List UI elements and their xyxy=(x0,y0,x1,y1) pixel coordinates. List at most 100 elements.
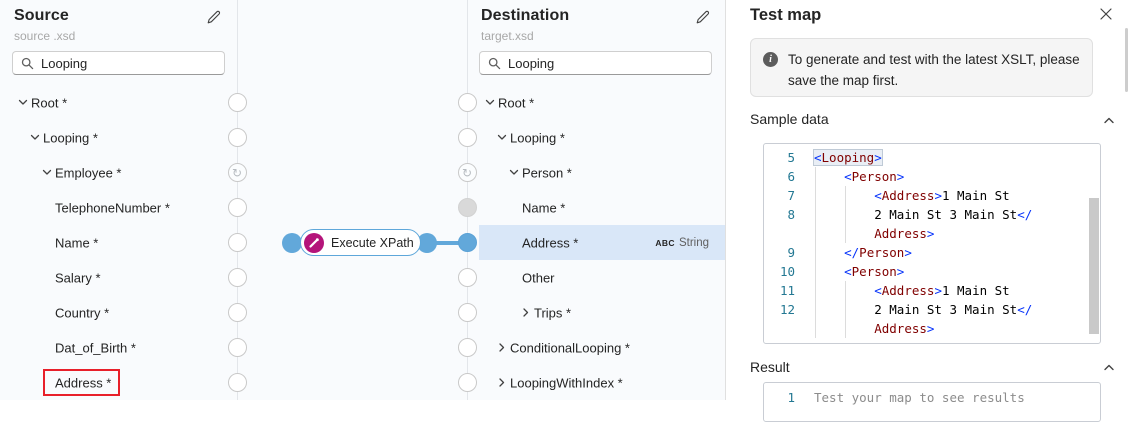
code-line: 6 <Person> xyxy=(764,167,1100,186)
result-code-editor[interactable]: 1 Test your map to see results xyxy=(763,382,1101,422)
tree-item-label: Employee * xyxy=(55,165,122,180)
tree-item-name[interactable]: Name * xyxy=(467,190,725,225)
tree-item-label: TelephoneNumber * xyxy=(55,200,170,215)
editor-scrollbar-thumb[interactable] xyxy=(1089,198,1099,334)
line-number: 1 xyxy=(787,390,795,405)
function-output-handle[interactable] xyxy=(417,232,437,253)
tree-item-looping[interactable]: Looping * xyxy=(0,120,237,155)
function-icon xyxy=(304,232,324,253)
tree-item-label: ConditionalLooping * xyxy=(510,340,630,355)
code-line: 12 2 Main St 3 Main St</ xyxy=(764,300,1100,319)
tree-item-label: Address * xyxy=(522,235,579,250)
line-number: 6 xyxy=(787,169,795,184)
info-icon: i xyxy=(763,52,778,67)
info-message-text: To generate and test with the latest XSL… xyxy=(788,52,1080,88)
code-line: 5 <Looping> xyxy=(764,148,1100,167)
code-line: Address> xyxy=(764,319,1100,338)
code-line: 13 xyxy=(764,338,1100,343)
line-number: 10 xyxy=(779,264,795,279)
tree-item-telephonenumber[interactable]: TelephoneNumber * xyxy=(0,190,237,225)
chevron-down-icon[interactable] xyxy=(509,167,520,178)
chevron-down-icon[interactable] xyxy=(18,97,29,108)
tree-item-label: Other xyxy=(522,270,555,285)
destination-panel-title: Destination xyxy=(481,7,570,24)
tree-item-person[interactable]: Person * xyxy=(467,155,725,190)
tree-item-label: Root * xyxy=(31,95,68,110)
execute-xpath-function-node[interactable]: Execute XPath xyxy=(300,229,421,256)
chevron-down-icon[interactable] xyxy=(485,97,496,108)
line-number: 5 xyxy=(787,150,795,165)
code-line: Address> xyxy=(764,224,1100,243)
line-number xyxy=(764,224,804,243)
chevron-right-icon[interactable] xyxy=(521,307,532,318)
tree-item-label: Person * xyxy=(522,165,572,180)
line-number: 12 xyxy=(779,302,795,317)
chevron-up-icon[interactable] xyxy=(1103,114,1115,126)
chevron-right-icon[interactable] xyxy=(497,377,508,388)
source-panel-title: Source xyxy=(14,7,69,24)
close-icon[interactable] xyxy=(1099,7,1115,23)
tree-item-label: Dat_of_Birth * xyxy=(55,340,136,355)
chevron-right-icon[interactable] xyxy=(497,342,508,353)
info-message-bar: i To generate and test with the latest X… xyxy=(750,38,1093,97)
search-icon xyxy=(21,57,34,70)
edit-pencil-icon[interactable] xyxy=(206,9,224,27)
text-cursor xyxy=(881,150,884,164)
chevron-up-icon[interactable] xyxy=(1103,361,1115,373)
source-file-name: source .xsd xyxy=(14,29,76,43)
connection-edge[interactable] xyxy=(427,240,467,245)
chevron-down-icon[interactable] xyxy=(42,167,53,178)
tree-item-conditionallooping[interactable]: ConditionalLooping * xyxy=(467,330,725,365)
source-search-box[interactable] xyxy=(12,51,225,75)
tree-item-root[interactable]: Root * xyxy=(0,85,237,120)
selected-row-highlight xyxy=(479,225,725,260)
tree-item-loopingwithindex[interactable]: LoopingWithIndex * xyxy=(467,365,725,400)
tree-item-name[interactable]: Name * xyxy=(0,225,237,260)
source-search-input[interactable] xyxy=(41,55,216,71)
result-section-label: Result xyxy=(750,359,790,375)
source-schema-tree: Root * Looping * Employee * TelephoneNumber… xyxy=(0,0,237,400)
tree-item-label: Address * xyxy=(55,375,112,390)
indent-guide xyxy=(845,281,846,338)
tree-item-label: Country * xyxy=(55,305,110,320)
tree-item-label: Looping * xyxy=(510,130,565,145)
tree-item-employee[interactable]: Employee * xyxy=(0,155,237,190)
tree-item-root[interactable]: Root * xyxy=(467,85,725,120)
annotation-red-box xyxy=(43,369,120,396)
code-line: 9 </Person> xyxy=(764,243,1100,262)
tree-item-label: Name * xyxy=(522,200,566,215)
test-map-panel: Test map i To generate and test with the… xyxy=(725,0,1130,422)
tree-item-label: Salary * xyxy=(55,270,101,285)
edit-pencil-icon[interactable] xyxy=(695,9,713,27)
tree-item-trips[interactable]: Trips * xyxy=(467,295,725,330)
destination-search-input[interactable] xyxy=(508,55,703,71)
sample-data-code-editor[interactable]: 5<Looping>6 <Person>7 <Address>1 Main St… xyxy=(763,143,1101,344)
indent-guide xyxy=(815,167,816,338)
chevron-down-icon[interactable] xyxy=(30,132,41,143)
code-line: 8 2 Main St 3 Main St</ xyxy=(764,205,1100,224)
line-number: 11 xyxy=(779,283,795,298)
word-highlight: <Looping> xyxy=(813,149,883,166)
tree-item-address[interactable]: Address * xyxy=(0,365,237,400)
destination-search-box[interactable] xyxy=(479,51,712,75)
line-number: 13 xyxy=(764,338,804,343)
result-placeholder: Test your map to see results xyxy=(814,390,1025,405)
destination-schema-tree: Root * Looping * Person * Name * Address *AB… xyxy=(467,0,725,400)
tree-item-country[interactable]: Country * xyxy=(0,295,237,330)
tree-item-looping[interactable]: Looping * xyxy=(467,120,725,155)
mapper-area: Source source .xsd Destination target.xs… xyxy=(0,0,725,400)
tree-item-label: Trips * xyxy=(534,305,572,320)
tree-item-dat-of-birth[interactable]: Dat_of_Birth * xyxy=(0,330,237,365)
destination-panel-header: Destination target.xsd xyxy=(467,0,725,80)
tree-item-other[interactable]: Other xyxy=(467,260,725,295)
tree-item-salary[interactable]: Salary * xyxy=(0,260,237,295)
panel-scrollbar-thumb[interactable] xyxy=(1125,28,1128,92)
tree-item-label: LoopingWithIndex * xyxy=(510,375,623,390)
chevron-down-icon[interactable] xyxy=(497,132,508,143)
function-input-handle[interactable] xyxy=(282,232,302,253)
destination-file-name: target.xsd xyxy=(481,29,534,43)
tree-item-label: Looping * xyxy=(43,130,98,145)
code-line: 11 <Address>1 Main St xyxy=(764,281,1100,300)
line-number: 9 xyxy=(787,245,795,260)
